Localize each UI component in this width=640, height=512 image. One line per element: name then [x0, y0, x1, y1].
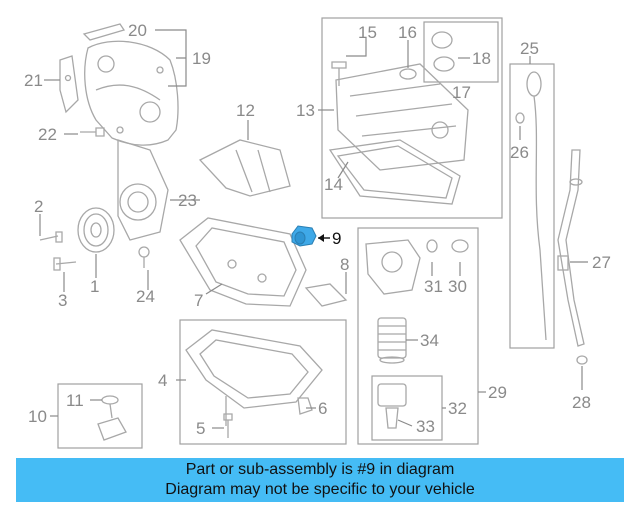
callout-8: 8 — [340, 255, 349, 274]
callout-19: 19 — [192, 49, 211, 68]
callout-7: 7 — [194, 291, 203, 310]
baffle-12-part — [198, 139, 291, 197]
box-4-oil-pan — [179, 319, 347, 445]
box-13-valve-cover — [321, 17, 503, 219]
callout-34: 34 — [420, 331, 439, 350]
highlighted-part-9[interactable] — [291, 225, 317, 247]
bolt-22-part — [80, 127, 105, 137]
bolt-15-part — [331, 61, 347, 86]
callout-4: 4 — [158, 371, 167, 390]
bolt-5-part — [223, 413, 233, 438]
callout-27: 27 — [592, 253, 611, 272]
callout-14: 14 — [324, 175, 343, 194]
callout-1: 1 — [90, 277, 99, 296]
callout-23: 23 — [178, 191, 197, 210]
callout-6: 6 — [318, 399, 327, 418]
parts-diagram: 20 19 21 22 23 2 1 3 24 12 13 14 15 16 1… — [24, 17, 611, 449]
gasket-8-part — [304, 283, 348, 307]
gasket-20-part — [82, 23, 126, 41]
bracket-21-part — [59, 55, 79, 114]
timing-cover-part — [84, 40, 179, 146]
pulley-1-part — [77, 207, 115, 253]
dipstick-25-part — [515, 71, 547, 341]
callout-28: 28 — [572, 393, 591, 412]
callout-18: 18 — [472, 49, 491, 68]
callout-24: 24 — [136, 287, 155, 306]
callout-31: 31 — [424, 277, 443, 296]
cap-18-part — [431, 31, 455, 72]
gasket-14-part — [328, 139, 461, 205]
lower-cover-23-part — [117, 139, 169, 241]
leader-lines — [39, 29, 588, 429]
callout-13: 13 — [296, 101, 315, 120]
callout-26: 26 — [510, 143, 529, 162]
callout-16: 16 — [398, 23, 417, 42]
bolt-2-part — [39, 231, 63, 243]
bolt-3-part — [53, 257, 77, 271]
plug-6-part — [297, 397, 313, 415]
valve-cover-13-part — [335, 63, 469, 171]
banner-line-disclaimer: Diagram may not be specific to your vehi… — [165, 481, 475, 498]
box-17-cap-seal — [423, 21, 499, 83]
callout-21: 21 — [24, 71, 43, 90]
plug-24-part — [138, 246, 150, 268]
callout-25: 25 — [520, 39, 539, 58]
filter-cap-33-part — [377, 383, 407, 429]
callout-2: 2 — [34, 197, 43, 216]
callout-30: 30 — [448, 277, 467, 296]
oil-filter-housing-part — [365, 239, 469, 295]
info-banner: Part or sub-assembly is #9 in diagram Di… — [16, 458, 624, 502]
callout-32: 32 — [448, 399, 467, 418]
tube-27-part — [557, 149, 588, 365]
callout-9[interactable]: 9 — [332, 229, 341, 248]
callout-29: 29 — [488, 383, 507, 402]
seal-16-part — [399, 68, 417, 80]
box-29-oil-filter — [357, 227, 479, 445]
callout-33: 33 — [416, 417, 435, 436]
filter-element-34-part — [377, 317, 407, 364]
box-25-dipstick — [509, 63, 555, 349]
callout-10: 10 — [28, 407, 47, 426]
oil-pan-lower-4-part — [185, 329, 323, 426]
callout-20: 20 — [128, 21, 147, 40]
callout-12: 12 — [236, 101, 255, 120]
callout-5: 5 — [196, 419, 205, 438]
callout-17: 17 — [452, 83, 471, 102]
callout-11: 11 — [66, 391, 84, 410]
callout-3: 3 — [58, 291, 67, 310]
callout-15: 15 — [358, 23, 377, 42]
sensor-10-part — [97, 395, 127, 441]
banner-line-part: Part or sub-assembly is #9 in diagram — [185, 461, 455, 478]
callout-22: 22 — [38, 125, 57, 144]
